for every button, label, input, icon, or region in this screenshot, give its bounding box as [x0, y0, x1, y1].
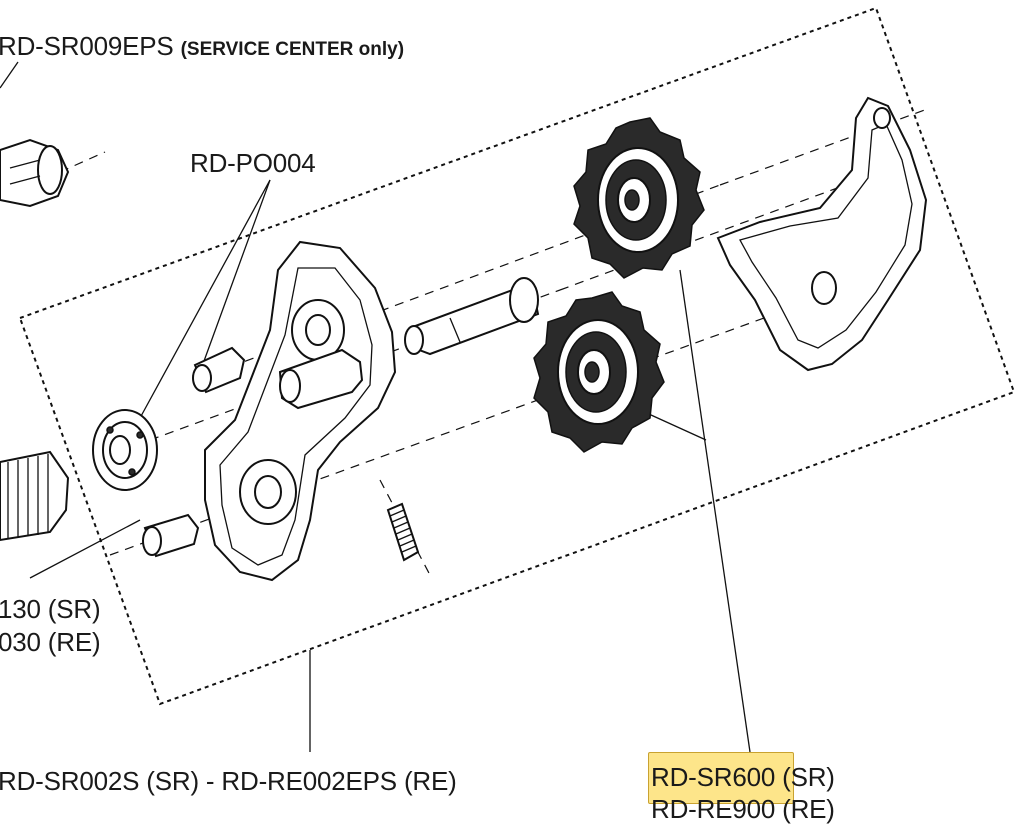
- pin-upper: [192, 346, 246, 394]
- bolt-left: [0, 450, 70, 542]
- label-left-line1: 130 (SR): [0, 594, 101, 624]
- spring: [386, 502, 420, 562]
- top-part-code: RD-SR009EPS: [0, 31, 174, 61]
- label-top-part: RD-SR009EPS (SERVICE CENTER only): [0, 31, 404, 65]
- cage-inner-plate: [204, 240, 397, 582]
- pulley-sr-code: RD-SR600: [651, 762, 776, 792]
- pulley-upper: [573, 117, 705, 279]
- bolt-top-left: [0, 138, 70, 208]
- pulley-axle: [404, 277, 540, 356]
- label-po004: RD-PO004: [190, 148, 316, 178]
- label-pulley-sr: RD-SR600 (SR): [651, 762, 835, 792]
- pin-lower: [142, 513, 200, 558]
- pulley-lower: [533, 291, 665, 453]
- part-highlight: [648, 752, 794, 804]
- label-pulley-re: RD-RE900 (RE): [651, 794, 835, 824]
- top-part-note: (SERVICE CENTER only): [180, 39, 405, 60]
- bushing-po004: [92, 409, 158, 491]
- label-left-line2: 030 (RE): [0, 627, 101, 657]
- cage-outer-plate: [716, 96, 928, 372]
- pulley-sr-suffix: (SR): [775, 762, 835, 792]
- label-cage: RD-SR002S (SR) - RD-RE002EPS (RE): [0, 766, 457, 796]
